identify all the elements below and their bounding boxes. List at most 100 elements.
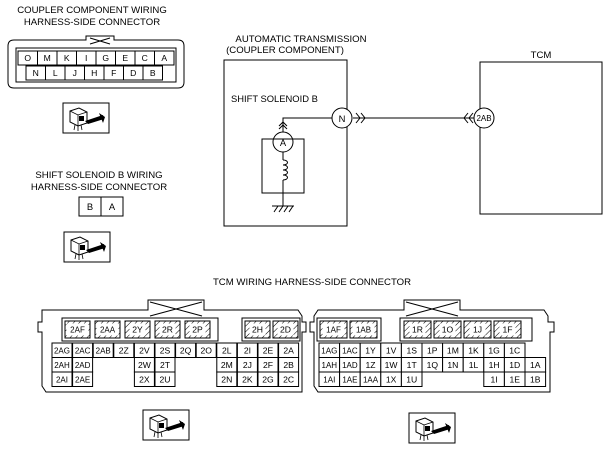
pin-label: 2F [263,360,273,370]
pin-cell [133,371,155,387]
terminal-2ab-label: 2AB [476,114,491,123]
coupler-hand-icon [62,102,110,134]
pin-label: 1D [509,360,520,370]
pin-label: 1H [489,360,500,370]
pin-label: 1T [407,360,418,370]
coupler-arrow-icon [278,121,288,130]
pin-label: 2AI [56,375,68,384]
pin-label: 1B [530,374,541,384]
terminal-a-label: A [280,137,287,148]
pin-label: 2U [160,374,171,384]
pin-label: 2S [160,345,171,355]
coil-icon [282,159,288,181]
pin-cell [257,371,279,387]
pin-label: 1Q [427,360,439,370]
pin-label: 1AE [342,375,357,384]
pin-label: 2N [221,374,232,384]
solenoid-connector-title-line2: HARNESS-SIDE CONNECTOR [31,182,167,193]
pin-label: 2AE [75,375,90,384]
pin-label: 2AB [96,346,111,355]
pin-label: 2AF [70,326,85,335]
pin-label: 2X [139,374,150,384]
terminal-2ab-circle [473,107,495,129]
solenoid-connector-title-line1: SHIFT SOLENOID B WIRING [35,170,162,181]
coupler-connector-title-line1: COUPLER COMPONENT WIRING [17,5,167,16]
pin-label: 1M [447,345,459,355]
solenoid-connector: B A [78,196,124,217]
tcm-left-hand-icon [142,409,190,441]
pin-label: 1W [385,360,399,370]
pin-label: 1Y [365,345,376,355]
pin-label: 1P [427,345,438,355]
pin-label: 2Z [119,345,129,355]
pin-label: 2AC [75,346,91,355]
shift-solenoid-b-label: SHIFT SOLENOID B [231,93,318,104]
pin-label: 2G [262,374,274,384]
tcm-label: TCM [531,50,552,61]
coupler-chevron-icon [355,112,366,124]
pin-label: 1F [502,325,512,335]
pin-label: E [122,53,128,63]
pin-label: 1N [447,360,458,370]
pin-label: 2V [139,345,150,355]
pin-label: 1AD [342,361,358,370]
pin-label: 2L [222,345,232,355]
pin-label: 1AB [356,326,371,335]
pin-label: 2K [242,374,253,384]
pin-label: 1AC [342,346,358,355]
pin-label: 1K [468,345,479,355]
pin-cell [524,371,547,387]
pin-cell [113,342,135,358]
automatic-transmission-title-line2: (COUPLER COMPONENT) [226,45,344,56]
solenoid-pin: A [109,201,116,212]
pin-label: H [91,68,97,78]
pin-label: 1AF [326,326,341,335]
pin-label: 2D [280,325,291,335]
pin-label: 1Z [365,360,375,370]
pin-cell [142,65,163,81]
pin-label: 1X [386,374,397,384]
ground-icon [272,205,294,213]
terminal-n-label: N [339,113,346,124]
pin-label: 2W [138,360,152,370]
tcm-right-hand-icon [408,412,456,444]
pin-label: 2H [252,325,263,335]
pin-label: A [161,53,167,63]
solenoid-pin: B [87,201,93,212]
pin-label: 1AH [322,361,338,370]
pin-label: 1A [530,360,541,370]
pin-label: 2E [263,345,274,355]
pin-label: 1C [509,345,520,355]
solenoid-hand-icon [63,231,111,263]
pin-label: F [111,68,116,78]
pin-label: 2C [283,374,294,384]
pin-cell [175,342,197,358]
pin-label: G [102,53,109,63]
pin-label: 1O [442,325,454,335]
pin-label: 1AA [363,375,379,384]
pin-label: 2M [221,360,233,370]
pin-label: 2J [243,360,252,370]
pin-label: 1E [509,374,520,384]
tcm-box [479,61,603,215]
pin-label: 1V [386,345,397,355]
pin-cell [51,371,73,387]
pin-label: 2AD [75,361,91,370]
pin-label: D [130,68,136,78]
pin-label: 2AA [100,326,116,335]
pin-label: 1G [488,345,500,355]
wire-a-to-n [282,117,332,132]
pin-label: K [64,53,70,63]
pin-label: 2P [192,325,203,335]
pin-label: 1S [406,345,417,355]
pin-label: O [24,53,31,63]
pin-label: 1I [491,374,498,384]
transmission-box [223,59,348,227]
pin-cell [72,371,94,387]
pin-label: 2AG [54,346,70,355]
pin-label: 2O [200,345,212,355]
